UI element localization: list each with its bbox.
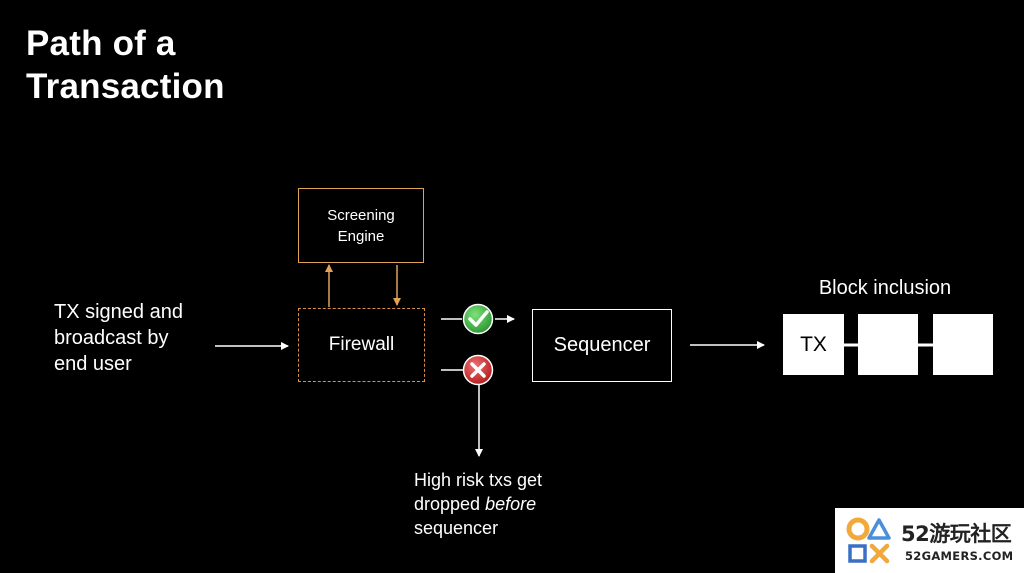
dropped-line-3: sequencer — [414, 518, 499, 538]
checkmark-circle-icon — [462, 303, 494, 335]
firewall-box: Firewall — [298, 308, 425, 382]
sequencer-label: Sequencer — [553, 334, 651, 356]
dropped-description: High risk txs get dropped before sequenc… — [414, 468, 584, 540]
dropped-emphasis: before — [485, 494, 537, 514]
dropped-line-1: High risk txs get — [414, 470, 543, 490]
x-circle-icon — [462, 354, 494, 386]
firewall-label: Firewall — [328, 334, 395, 355]
title-line-2: Transaction — [26, 67, 225, 106]
input-line-2: broadcast by — [54, 327, 169, 349]
brand-logo-icon — [846, 517, 891, 564]
slide-title: Path of a Transaction — [26, 22, 286, 108]
block-tx: TX — [783, 314, 844, 375]
block-empty-2 — [858, 314, 918, 375]
sequencer-box: Sequencer — [532, 309, 672, 382]
watermark-brand-cn: 52游玩社区 — [901, 522, 1012, 546]
block-inclusion-title: Block inclusion — [818, 277, 952, 299]
screening-line-2: Engine — [337, 227, 385, 245]
title-line-1: Path of a — [26, 24, 176, 63]
screening-line-1: Screening — [327, 206, 395, 224]
block-empty-3 — [933, 314, 993, 375]
dropped-line-2: dropped before — [414, 492, 584, 516]
input-description: TX signed and broadcast by end user — [54, 299, 224, 377]
screening-engine-box: Screening Engine — [298, 188, 424, 263]
input-line-1: TX signed and — [54, 301, 183, 323]
dropped-line-2-prefix: dropped — [414, 494, 486, 514]
block-tx-label: TX — [800, 332, 827, 356]
watermark-brand-en: 52GAMERS.COM — [905, 549, 1014, 563]
input-line-3: end user — [54, 353, 132, 375]
watermark: 52游玩社区 52GAMERS.COM — [835, 508, 1024, 573]
